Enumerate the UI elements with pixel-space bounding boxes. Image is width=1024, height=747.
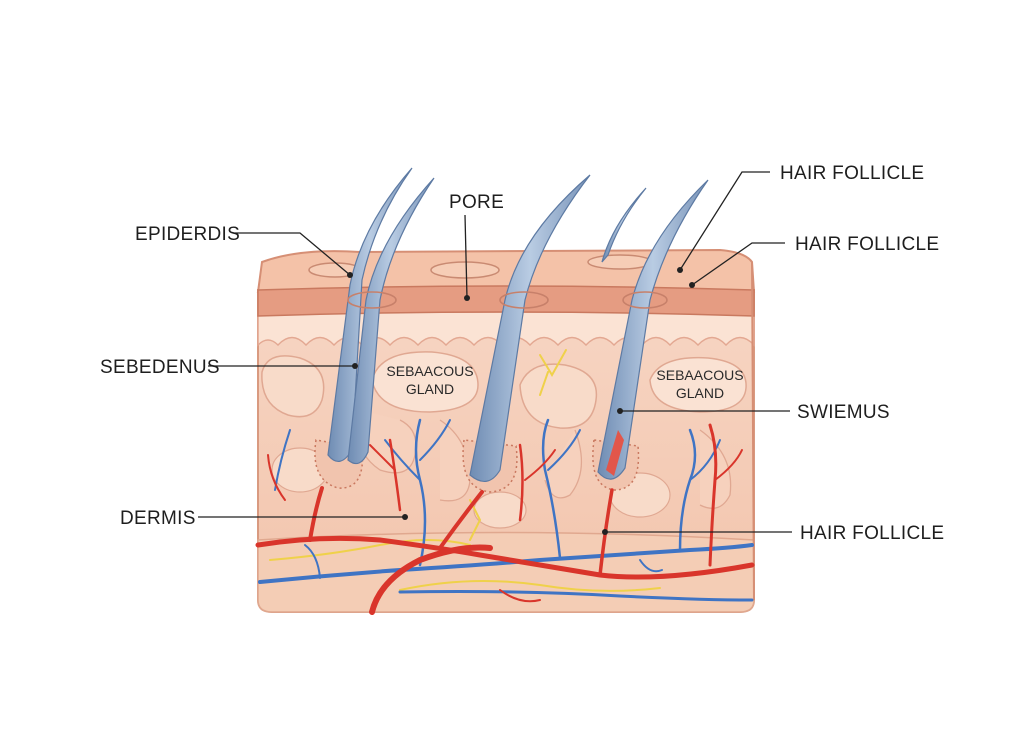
- gland-label-right-line2: GLAND: [676, 385, 724, 401]
- label-pore: PORE: [449, 192, 504, 213]
- fat-cell: [473, 491, 527, 529]
- hair-root-highlight: [606, 430, 624, 476]
- sebaceous-gland-right: [649, 356, 747, 413]
- artery-branch: [388, 438, 402, 512]
- label-hair-follicle-bottom: HAIR FOLLICLE: [800, 523, 944, 544]
- nerve-fiber: [539, 349, 567, 377]
- artery-branch: [524, 449, 556, 481]
- hair-collar: [499, 291, 549, 309]
- leader-dot: [402, 514, 408, 520]
- vein-branch: [304, 544, 321, 579]
- vein-branch: [547, 429, 581, 471]
- leader-dot: [464, 295, 470, 301]
- artery-branch: [369, 444, 396, 471]
- vein-branch: [639, 559, 663, 573]
- pore-shape: [430, 261, 500, 279]
- nerve-fiber: [539, 371, 549, 396]
- gland-label-left-line2: GLAND: [406, 381, 454, 397]
- gland-label-right-line1: SEBAACOUS: [656, 367, 743, 383]
- artery-to-follicle: [308, 486, 324, 542]
- artery-main: [255, 535, 755, 580]
- hair-shafts: [327, 167, 709, 482]
- leader-pore: [464, 214, 468, 299]
- sebaceous-gland-left: [371, 351, 479, 413]
- artery-branch: [714, 449, 743, 481]
- hair-shaft: [469, 174, 591, 482]
- hair-collar: [347, 291, 397, 309]
- gland-lobe: [261, 355, 325, 418]
- vein-main: [258, 543, 754, 584]
- artery-trunk: [369, 544, 493, 615]
- arteries: [255, 423, 755, 615]
- leader-epidermis: [235, 232, 351, 276]
- leader-dot: [352, 363, 358, 369]
- leader-hair-follicle-top: [679, 171, 770, 271]
- nerve-fiber: [469, 499, 482, 541]
- gland-label-left-line1: SEBAACOUS: [386, 363, 473, 379]
- pore-shape: [587, 254, 653, 270]
- vein-branch: [419, 419, 451, 461]
- hair-shaft: [347, 177, 435, 465]
- vein-branch: [689, 439, 721, 481]
- label-dermis: DERMIS: [120, 508, 196, 529]
- glands: [261, 351, 747, 529]
- artery-to-follicle: [438, 490, 484, 550]
- leader-dot: [347, 272, 353, 278]
- artery-branch: [518, 443, 524, 522]
- label-sebedenus: SEBEDENUS: [100, 357, 220, 378]
- vein-lower: [398, 590, 754, 602]
- leader-hair-follicle-mid: [691, 242, 785, 286]
- leader-dot: [677, 267, 683, 273]
- block-side: [751, 261, 755, 601]
- hair-shaft: [601, 187, 647, 263]
- leader-lines: [198, 171, 792, 535]
- label-epidermis: EPIDERDIS: [135, 224, 240, 245]
- hair-shaft: [327, 167, 413, 462]
- hair-shaft: [597, 179, 709, 480]
- gland-lobe: [519, 363, 598, 429]
- nerve-fiber: [399, 580, 661, 592]
- vein-branch: [384, 439, 421, 481]
- leader-dot: [689, 282, 695, 288]
- label-hair-follicle-top: HAIR FOLLICLE: [780, 163, 924, 184]
- label-hair-follicle-mid: HAIR FOLLICLE: [795, 234, 939, 255]
- label-swiemus: SWIEMUS: [797, 402, 890, 423]
- vein-branch: [541, 418, 562, 560]
- leader-dot: [602, 529, 608, 535]
- leader-dot: [617, 408, 623, 414]
- veins: [258, 418, 754, 602]
- artery-branch: [499, 589, 541, 603]
- hair-collar: [622, 291, 668, 309]
- artery-branch: [267, 454, 286, 501]
